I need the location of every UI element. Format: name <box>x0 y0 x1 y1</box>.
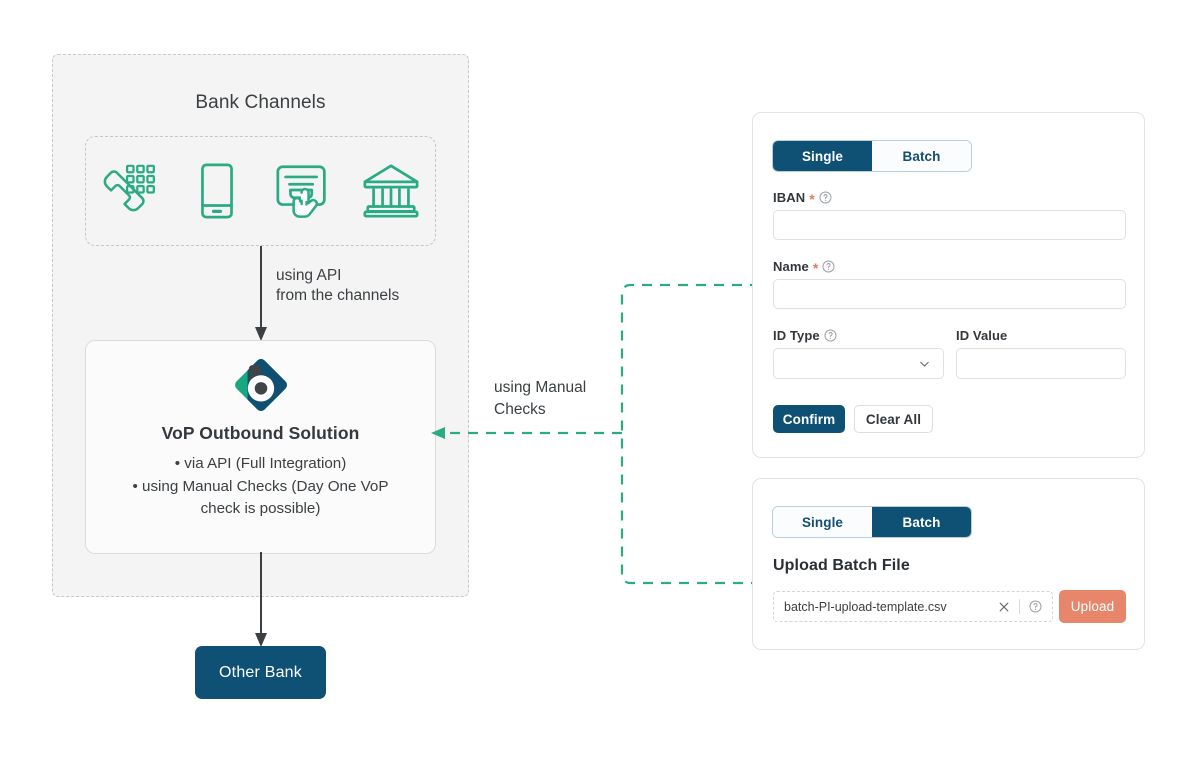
help-circle-icon[interactable] <box>824 329 837 342</box>
help-circle-icon[interactable] <box>819 191 832 204</box>
file-field-divider <box>1019 599 1020 614</box>
confirm-button[interactable]: Confirm <box>773 405 845 433</box>
iban-label: IBAN * <box>773 190 832 207</box>
batch-card-tab-group[interactable]: Single Batch <box>773 507 971 537</box>
batch-file-name: batch-PI-upload-template.csv <box>784 599 947 614</box>
id-type-label-text: ID Type <box>773 328 820 343</box>
help-circle-icon[interactable] <box>1029 600 1042 613</box>
manual-checks-connector <box>431 283 760 585</box>
api-flow-arrow <box>255 246 267 341</box>
name-required-asterisk: * <box>812 259 819 276</box>
help-circle-icon[interactable] <box>822 260 835 273</box>
name-label: Name * <box>773 259 835 276</box>
iban-required-asterisk: * <box>809 190 815 207</box>
vop-outbound-solution-card: VoP Outbound Solution • via API (Full In… <box>85 340 436 554</box>
chevron-down-icon <box>920 361 929 367</box>
vop-brand-logo <box>86 357 435 413</box>
tab-batch[interactable]: Batch <box>872 141 971 171</box>
name-label-text: Name <box>773 259 809 274</box>
close-icon[interactable] <box>997 600 1011 614</box>
bank-channels-title: Bank Channels <box>195 92 326 113</box>
id-type-label: ID Type <box>773 328 837 343</box>
single-card-tab-group[interactable]: Single Batch <box>773 141 971 171</box>
vop-card-bullets: • via API (Full Integration) • using Man… <box>100 453 422 521</box>
api-flow-label: using API from the channels <box>276 267 400 304</box>
id-value-label-text: ID Value <box>956 328 1008 343</box>
id-type-select[interactable] <box>773 348 944 379</box>
vop-card-title: VoP Outbound Solution <box>161 423 360 443</box>
mobile-phone-icon <box>200 163 233 219</box>
iban-label-text: IBAN <box>773 190 806 205</box>
vop-bullet-item: • via API (Full Integration) <box>174 455 347 472</box>
name-input[interactable] <box>773 279 1126 309</box>
atm-touchscreen-icon <box>276 165 326 218</box>
upload-button[interactable]: Upload <box>1059 590 1126 623</box>
phone-keypad-icon <box>103 164 155 212</box>
iban-input[interactable] <box>773 210 1126 240</box>
batch-upload-card: Single Batch Upload Batch File batch-PI-… <box>752 478 1145 650</box>
id-value-input[interactable] <box>956 348 1126 379</box>
tab-batch[interactable]: Batch <box>872 507 971 537</box>
id-value-label: ID Value <box>956 328 1007 343</box>
bank-channels-icon-group <box>85 136 436 246</box>
tab-single[interactable]: Single <box>773 507 872 537</box>
upload-batch-file-title: Upload Batch File <box>773 557 910 574</box>
single-verification-card: Single Batch IBAN * Name * ID Type <box>752 112 1145 458</box>
other-bank-node: Other Bank <box>195 646 326 699</box>
vop-brand-logo-icon <box>232 357 289 413</box>
batch-file-dropzone[interactable]: batch-PI-upload-template.csv <box>773 591 1053 622</box>
bank-building-icon <box>363 164 419 218</box>
other-bank-flow-arrow <box>255 552 267 647</box>
manual-checks-label: using Manual Checks <box>494 379 587 418</box>
tab-single[interactable]: Single <box>773 141 872 171</box>
clear-all-button[interactable]: Clear All <box>854 405 933 433</box>
vop-bullet-item: • using Manual Checks (Day One VoP <box>132 477 389 495</box>
vop-bullet-item: check is possible) <box>200 500 321 517</box>
